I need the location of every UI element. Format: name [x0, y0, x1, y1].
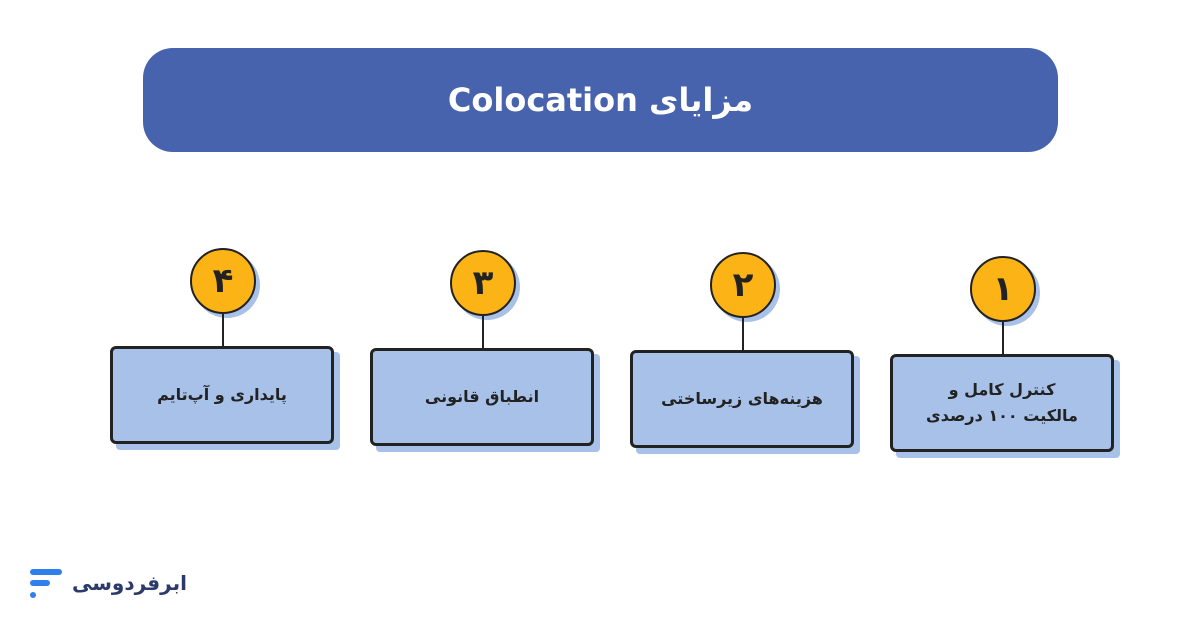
step-3: ۳ انطباق قانونی	[370, 244, 610, 494]
connector-line	[1002, 322, 1004, 356]
brand-name: ابرفردوسی	[72, 571, 187, 595]
step-number-badge: ۴	[190, 248, 256, 314]
step-number-badge: ۲	[710, 252, 776, 318]
step-label: انطباق قانونی	[424, 387, 540, 407]
connector-line	[482, 316, 484, 350]
step-label: هزینه‌های زیرساختی	[661, 389, 823, 409]
brand-logo: ابرفردوسی	[26, 563, 187, 603]
step-1: ۱ کنترل کامل و مالکیت ۱۰۰ درصدی	[890, 250, 1130, 500]
step-number-badge: ۳	[450, 250, 516, 316]
step-card: انطباق قانونی	[370, 348, 594, 446]
connector-line	[222, 314, 224, 348]
step-card: کنترل کامل و مالکیت ۱۰۰ درصدی	[890, 354, 1114, 452]
step-number-badge: ۱	[970, 256, 1036, 322]
title-banner: مزایای Colocation	[143, 48, 1058, 152]
step-label: کنترل کامل و مالکیت ۱۰۰ درصدی	[926, 380, 1078, 425]
step-card: هزینه‌های زیرساختی	[630, 350, 854, 448]
step-2: ۲ هزینه‌های زیرساختی	[630, 246, 870, 496]
page-title: مزایای Colocation	[447, 81, 754, 119]
step-card: پایداری و آپ‌تایم	[110, 346, 334, 444]
connector-line	[742, 318, 744, 352]
brand-mark-icon	[30, 569, 62, 598]
step-label: پایداری و آپ‌تایم	[157, 385, 287, 405]
step-4: ۴ پایداری و آپ‌تایم	[110, 242, 350, 492]
